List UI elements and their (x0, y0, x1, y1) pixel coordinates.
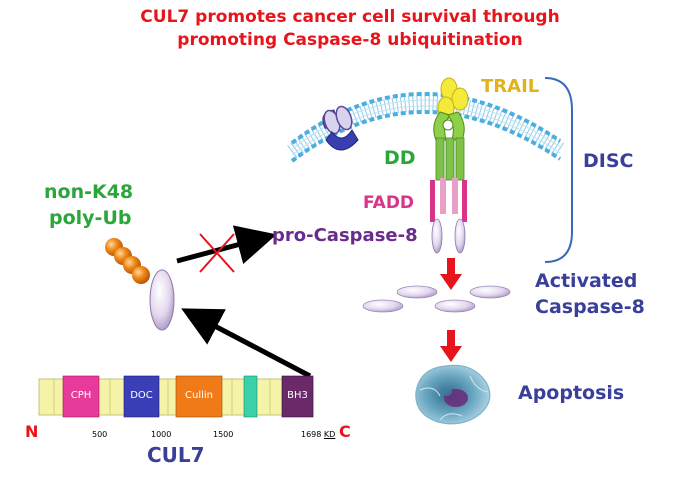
ubiquitin-chain-icon (105, 238, 150, 284)
blocked-arrow (176, 225, 277, 265)
disc-bracket (544, 77, 573, 263)
apoptosis-label: Apoptosis (518, 382, 625, 404)
trail-label: TRAIL (481, 76, 540, 97)
tick-1698: 1698 KD (301, 430, 335, 439)
caspase-8-label: Caspase-8 (535, 296, 645, 318)
block-cross-icon (199, 233, 235, 273)
cul7-label: CUL7 (147, 443, 205, 467)
death-receptor-icon (433, 111, 465, 181)
disc-label: DISC (583, 150, 634, 172)
fadd-label: FADD (363, 193, 415, 213)
n-terminus-label: N (25, 422, 39, 441)
membrane-receptor-icon (322, 105, 359, 151)
tick-500: 500 (92, 430, 108, 439)
activated-label: Activated (535, 270, 638, 292)
domain-bh3-label: BH3 (287, 390, 308, 401)
title-line-2: promoting Caspase-8 ubiquitination (177, 30, 523, 50)
ubiquitinated-caspase-8-icon (149, 269, 175, 331)
pro-caspase-8-icon (431, 218, 466, 254)
cul7-arrow (181, 308, 312, 379)
domain-doc-label: DOC (130, 390, 153, 401)
tick-unit: KD (323, 430, 336, 439)
pro-caspase-8-label: pro-Caspase-8 (272, 225, 418, 246)
activated-caspase-8-icon (362, 285, 511, 313)
apoptosis-arrow (440, 330, 462, 362)
title-line-1: CUL7 promotes cancer cell survival throu… (140, 7, 560, 27)
apoptotic-cell-icon (415, 364, 491, 425)
dd-label: DD (384, 147, 416, 169)
tick-1000: 1000 (151, 430, 172, 439)
non-k48-label: non-K48 (44, 181, 134, 203)
domain-cullin-label: Cullin (185, 390, 213, 401)
tick-1500: 1500 (213, 430, 234, 439)
activation-arrow (440, 258, 462, 290)
c-terminus-label: C (339, 422, 351, 441)
tick-1698-value: 1698 (301, 430, 322, 439)
cul7-domain-bar (38, 375, 314, 418)
poly-ub-label: poly-Ub (49, 207, 132, 229)
fadd-icon (430, 178, 467, 222)
domain-cph-label: CPH (70, 390, 92, 401)
